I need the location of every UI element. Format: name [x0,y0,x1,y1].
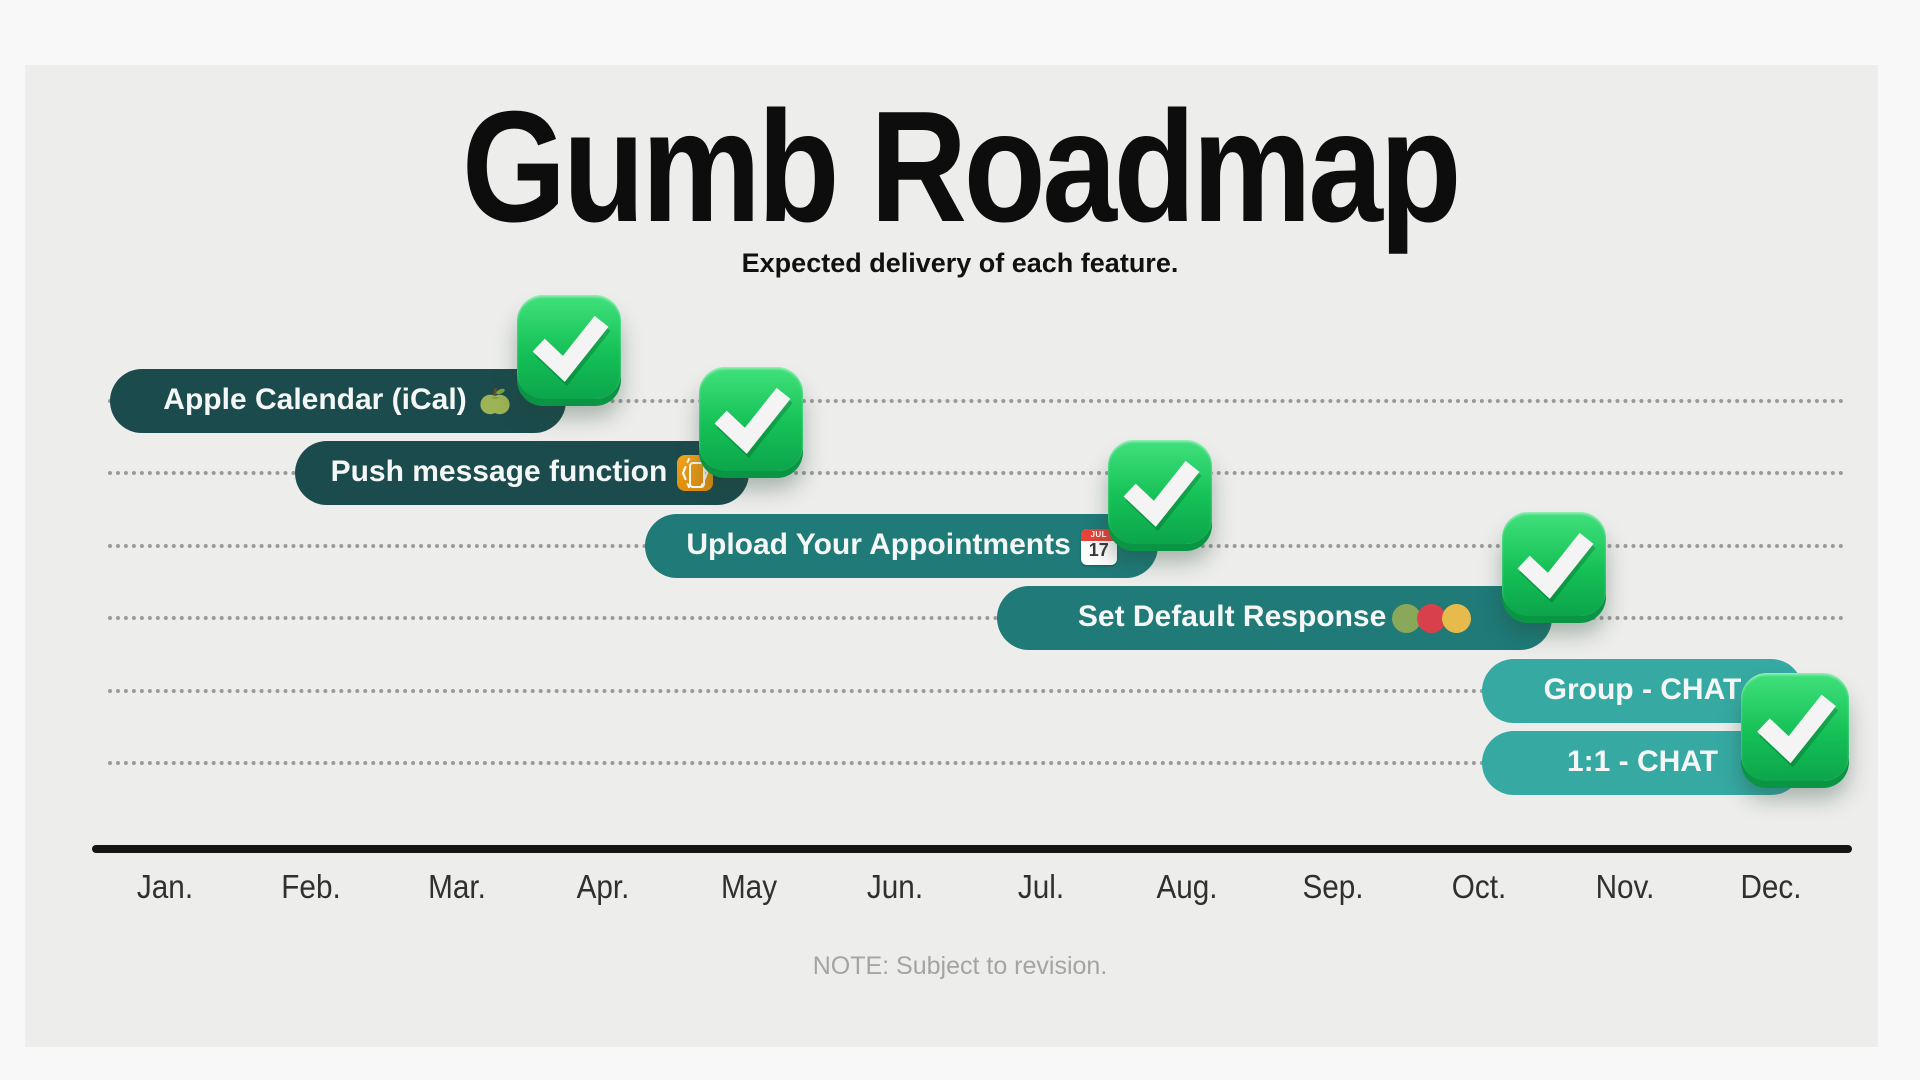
axis-month-label: Apr. [576,868,630,905]
row-dotted-gridline [108,471,1845,476]
axis-month-label: Jun. [866,868,924,905]
roadmap-bar-label: Upload Your Appointments [686,527,1071,561]
row-dotted-gridline [108,761,1845,765]
axis-month-label: Feb. [281,868,341,905]
axis-month-label: Nov. [1595,868,1655,905]
roadmap-bar-label: Set Default Response [1077,600,1387,634]
page-subtitle: Expected delivery of each feature. [741,248,1179,278]
roadmap-bar: Apple Calendar (iCal) [109,369,567,433]
status-circle [1417,603,1447,633]
roadmap-bar-label: Group - CHAT [1543,672,1742,706]
check-icon [699,367,803,472]
row-dotted-gridline [108,399,1845,403]
check-icon [516,295,621,399]
roadmap-bar-label: 1:1 - CHAT [1566,745,1719,778]
axis-month-label: Dec. [1740,868,1802,905]
green-apple-icon [477,383,513,419]
axis-month-label: Sep. [1302,868,1364,905]
timeline-axis [92,845,1852,853]
check-icon [1502,512,1606,617]
status-circles-icon [1392,603,1472,633]
check-icon [1107,439,1212,544]
roadmap-bar-label: Push message function [330,455,668,489]
axis-month-label: Jan. [136,868,194,905]
axis-month-label: Mar. [428,868,486,905]
status-circle [1392,603,1422,633]
page-title: Gumb Roadmap [461,79,1462,255]
axis-month-label: Aug. [1156,868,1218,905]
axis-month-label: Oct. [1451,868,1507,905]
axis-month-label: May [720,868,778,905]
roadmap-bar: Set Default Response [997,586,1552,651]
status-circle [1442,603,1472,633]
roadmap-bar-label: Apple Calendar (iCal) [163,383,467,416]
check-icon [1741,672,1850,781]
row-dotted-gridline [108,616,1845,621]
note-text: NOTE: Subject to revision. [812,952,1108,980]
row-dotted-gridline [108,688,1845,693]
roadmap-bar: Push message function [294,441,749,506]
axis-month-label: Jul. [1017,868,1065,905]
